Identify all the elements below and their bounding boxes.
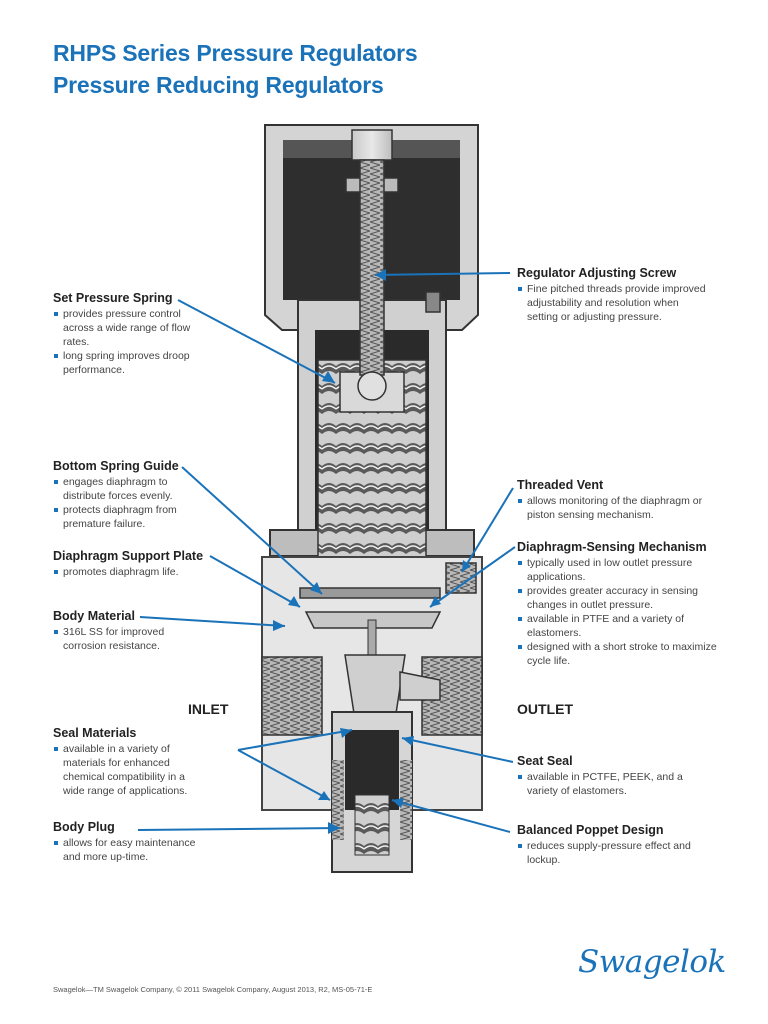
footer-copyright: Swagelok—TM Swagelok Company, © 2011 Swa… (53, 985, 373, 994)
leader-arrowheads (273, 269, 471, 834)
callout-bullet: provides pressure control across a wide … (53, 307, 203, 349)
body-plug (331, 711, 413, 873)
callout-title: Seat Seal (517, 754, 573, 768)
callout-seat-seal: Seat Seal available in PCTFE, PEEK, and … (517, 754, 717, 798)
callout-diaphragm-sensing-mechanism: Diaphragm-Sensing Mechanism typically us… (517, 540, 717, 668)
callout-bullet: Fine pitched threads provide improved ad… (517, 282, 707, 324)
callout-bullet: protects diaphragm from premature failur… (53, 503, 193, 531)
callout-bullet: engages diaphragm to distribute forces e… (53, 475, 193, 503)
callout-title: Bottom Spring Guide (53, 459, 179, 473)
callout-title: Regulator Adjusting Screw (517, 266, 677, 280)
inlet-label: INLET (188, 701, 229, 717)
callout-body-material: Body Material 316L SS for improved corro… (53, 609, 253, 653)
callout-title: Threaded Vent (517, 478, 604, 492)
callout-bullet: designed with a short stroke to maximize… (517, 640, 717, 668)
callout-bullet: available in PCTFE, PEEK, and a variety … (517, 770, 692, 798)
callout-bullet: allows monitoring of the diaphragm or pi… (517, 494, 722, 522)
callout-title: Body Material (53, 609, 135, 623)
adjusting-screw (345, 129, 399, 401)
callout-title: Body Plug (53, 820, 115, 834)
callout-bottom-spring-guide: Bottom Spring Guide engages diaphragm to… (53, 459, 253, 531)
callout-bullet: available in a variety of materials for … (53, 742, 203, 798)
callout-body-plug: Body Plug allows for easy maintenance an… (53, 820, 253, 864)
callout-seal-materials: Seal Materials available in a variety of… (53, 726, 253, 798)
page-subtitle: Pressure Reducing Regulators (53, 72, 384, 98)
outlet-label: OUTLET (517, 701, 573, 717)
callout-bullet: typically used in low outlet pressure ap… (517, 556, 717, 584)
callout-bullet: reduces supply-pressure effect and locku… (517, 839, 707, 867)
callout-balanced-poppet-design: Balanced Poppet Design reduces supply-pr… (517, 823, 717, 867)
callout-title: Diaphragm-Sensing Mechanism (517, 540, 707, 554)
callout-title: Seal Materials (53, 726, 137, 740)
callout-diaphragm-support-plate: Diaphragm Support Plate promotes diaphra… (53, 549, 253, 579)
threaded-vent (425, 291, 441, 313)
swagelok-logo: Swagelok (578, 944, 726, 980)
callout-bullet: provides greater accuracy in sensing cha… (517, 584, 717, 612)
callout-bullet: allows for easy maintenance and more up-… (53, 836, 203, 864)
callout-bullet: available in PTFE and a variety of elast… (517, 612, 717, 640)
callout-title: Diaphragm Support Plate (53, 549, 204, 563)
page-title: RHPS Series Pressure Regulators (53, 40, 418, 66)
callout-bullet: 316L SS for improved corrosion resistanc… (53, 625, 188, 653)
callout-title: Set Pressure Spring (53, 291, 173, 305)
leader-lines (137, 272, 516, 833)
callout-set-pressure-spring: Set Pressure Spring provides pressure co… (53, 291, 253, 377)
diaphragm (299, 587, 441, 599)
callout-regulator-adjusting-screw: Regulator Adjusting Screw Fine pitched t… (517, 266, 717, 324)
callout-bullet: long spring improves droop performance. (53, 349, 203, 377)
callout-threaded-vent: Threaded Vent allows monitoring of the d… (517, 478, 717, 522)
inlet-port (261, 656, 323, 736)
callout-title: Balanced Poppet Design (517, 823, 664, 837)
callout-bullet: promotes diaphragm life. (53, 565, 253, 579)
